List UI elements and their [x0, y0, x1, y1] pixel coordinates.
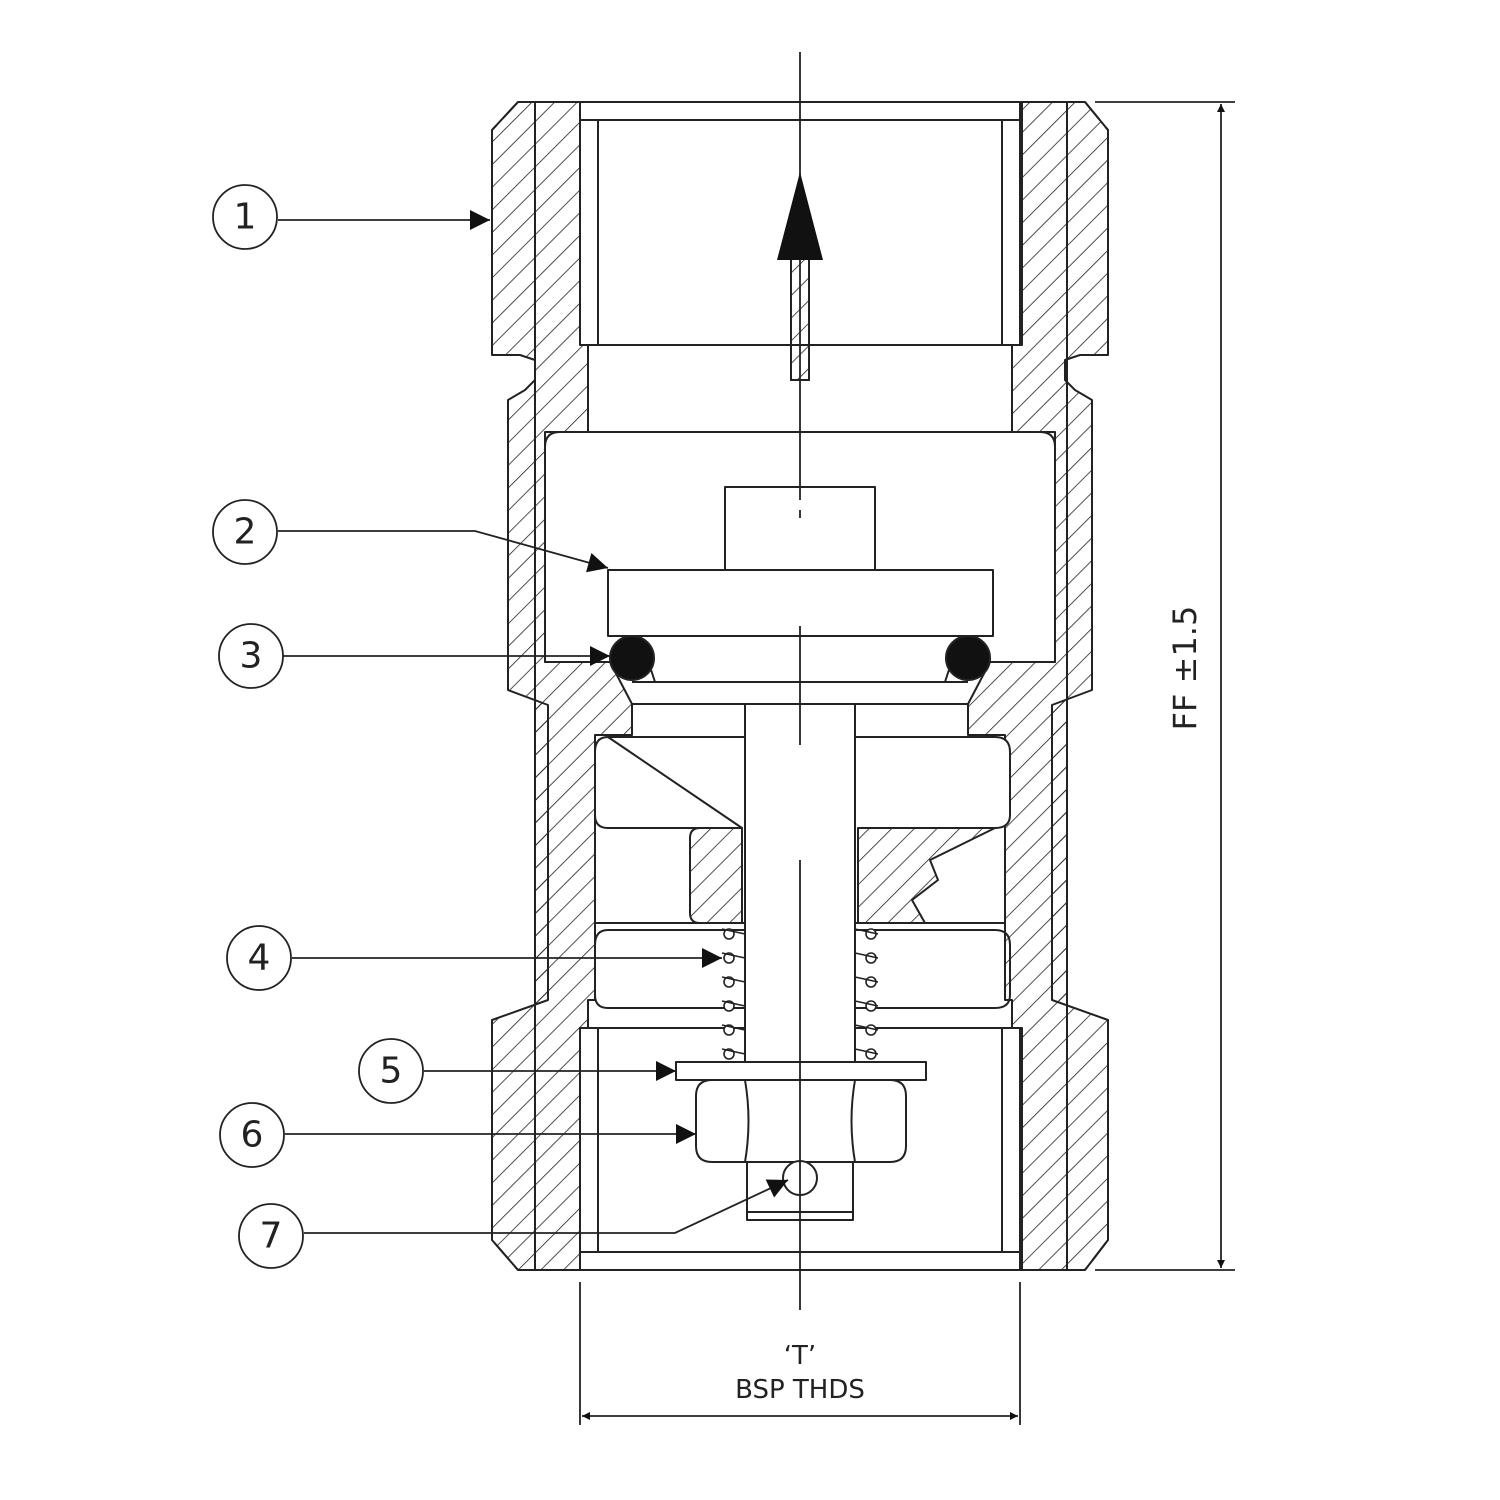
- leader-2: [278, 530, 609, 573]
- svg-text:2: 2: [234, 512, 257, 553]
- svg-text:1: 1: [234, 197, 257, 238]
- svg-text:3: 3: [240, 636, 263, 677]
- svg-text:4: 4: [248, 938, 271, 979]
- leader-7: [304, 1179, 789, 1234]
- thread-type-label: BSP THDS: [735, 1375, 865, 1405]
- flow-direction-arrow: [777, 172, 823, 381]
- disc: [607, 569, 994, 637]
- spring: [721, 928, 879, 1060]
- callout-6: 6: [219, 1102, 285, 1168]
- washer: [675, 1061, 927, 1081]
- svg-text:5: 5: [380, 1051, 403, 1092]
- guide-hatch-left: [689, 827, 743, 924]
- callout-4: 4: [226, 925, 292, 991]
- callout-1: 1: [212, 184, 278, 250]
- callout-7: 7: [238, 1203, 304, 1269]
- guide-hatch-right: [857, 827, 996, 924]
- callout-3: 3: [218, 623, 284, 689]
- o-ring-left: [609, 635, 655, 681]
- guide-lower: [594, 929, 1011, 1009]
- callout-5: 5: [358, 1038, 424, 1104]
- svg-text:7: 7: [260, 1216, 283, 1257]
- valve-body: [491, 101, 1109, 1271]
- svg-text:6: 6: [241, 1115, 264, 1156]
- thread-size-label: ‘T’: [784, 1341, 816, 1371]
- callout-2: 2: [212, 499, 278, 565]
- o-ring-right: [945, 635, 991, 681]
- nut: [695, 1079, 907, 1163]
- length-dimension-label: FF ±1.5: [1166, 606, 1204, 731]
